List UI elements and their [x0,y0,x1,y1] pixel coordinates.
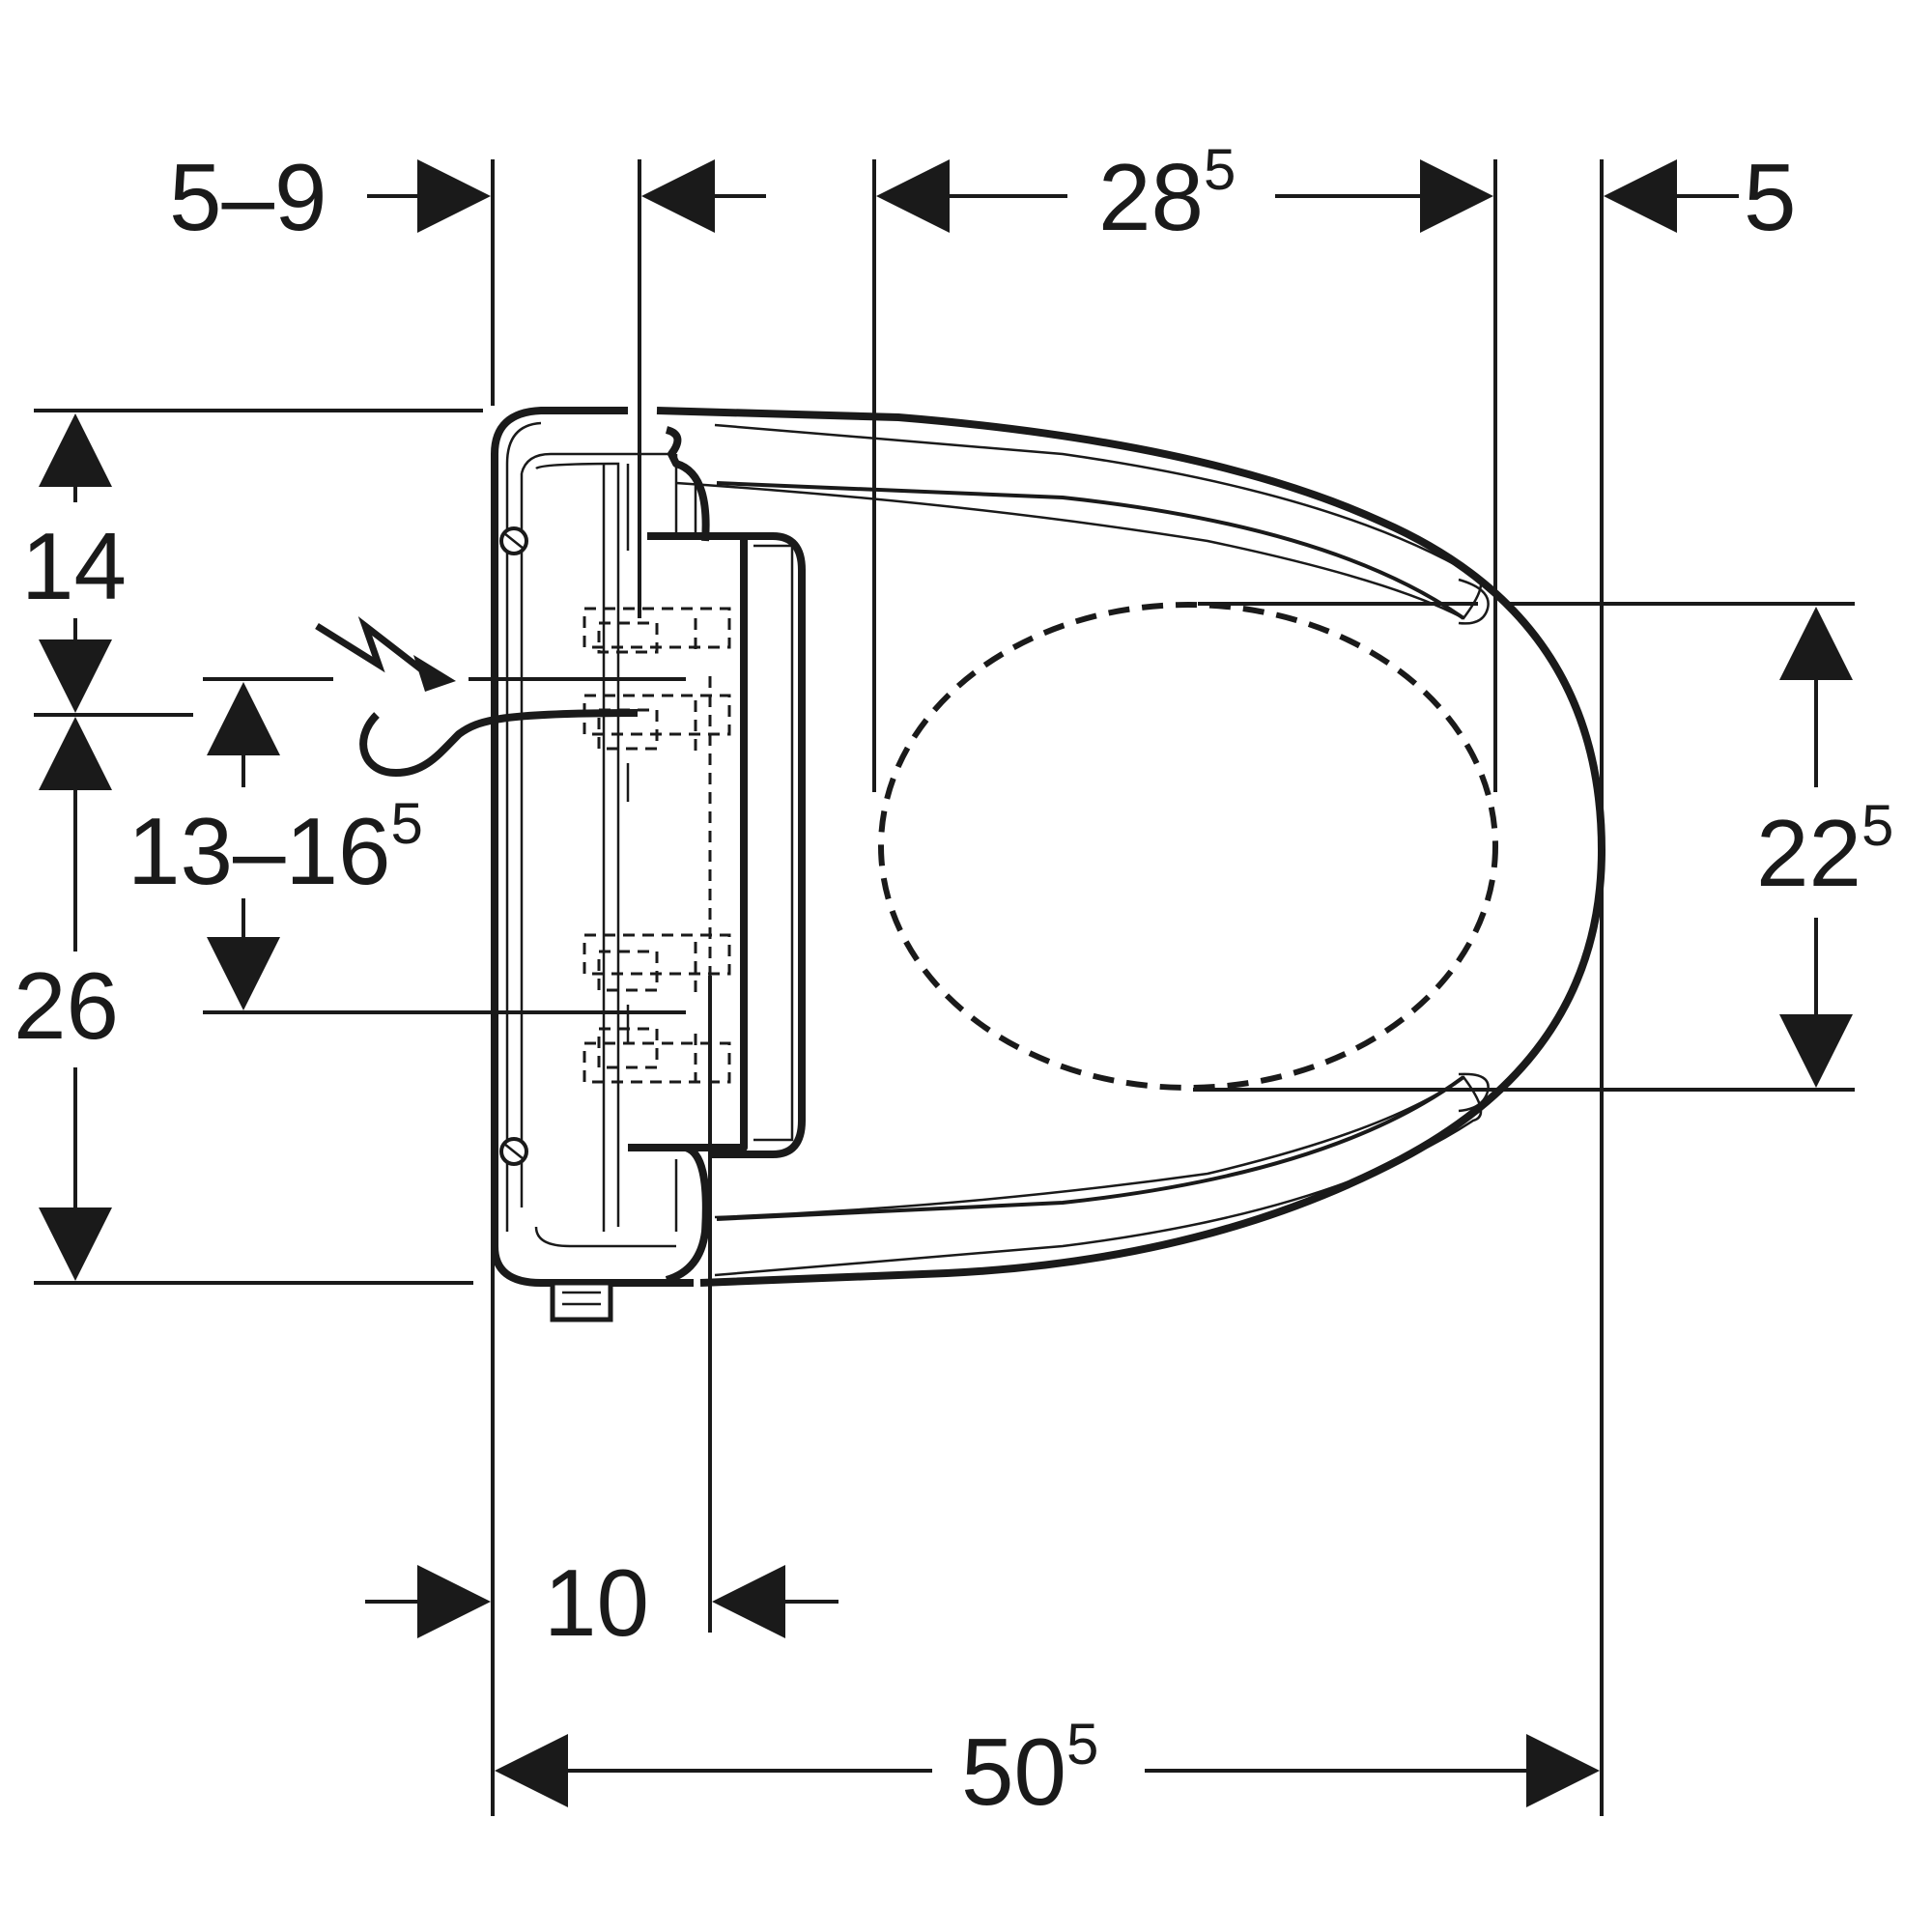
dim-sup-13-16: 5 [391,791,423,856]
dim-label-28: 28 [1098,144,1204,250]
svg-text:285: 285 [1098,137,1236,250]
toilet-bowl [656,407,1605,1287]
dimension-50-5: 505 [495,1712,1600,1825]
dimension-22-5: 225 [1756,607,1893,1088]
connection-block [582,426,806,1284]
dim-label-22: 22 [1756,800,1861,906]
dim-label-5: 5 [1744,144,1797,250]
dimension-10: 10 [365,1549,838,1656]
dim-sup-22: 5 [1861,793,1893,858]
dim-sup-28: 5 [1204,137,1236,202]
fitting-upper-1 [582,607,731,657]
svg-text:225: 225 [1756,793,1893,906]
screw-bottom [499,1137,528,1166]
dimension-5: 5 [1604,144,1797,250]
dim-label-13-16: 13–16 [128,798,391,904]
dimension-13-16-5: 13–165 [128,682,423,1010]
dimension-26: 26 [14,717,119,1281]
dim-label-10: 10 [544,1549,649,1656]
dim-label-14: 14 [21,513,127,619]
screw-top [499,526,528,555]
dim-label-26: 26 [14,952,119,1059]
svg-text:505: 505 [961,1712,1098,1825]
dimension-left-offset [641,159,766,233]
dim-sup-50: 5 [1066,1712,1098,1776]
fitting-lower-1 [582,933,731,995]
dim-label-50: 50 [961,1719,1066,1825]
power-cable-icon [359,709,639,778]
fitting-upper-2 [582,694,731,753]
mounting-frame [491,407,694,1322]
extension-lines [34,159,1855,1816]
dimension-5-9: 5–9 [169,144,491,250]
bottom-connector [550,1280,613,1322]
lightning-bolt-icon [315,615,686,692]
svg-text:13–165: 13–165 [128,791,423,904]
dimension-14: 14 [21,413,127,713]
fitting-lower-2 [582,1027,731,1084]
bowl-opening [878,602,1498,1091]
dimension-28-5: 285 [876,137,1493,250]
dim-label-5-9: 5–9 [169,144,327,250]
